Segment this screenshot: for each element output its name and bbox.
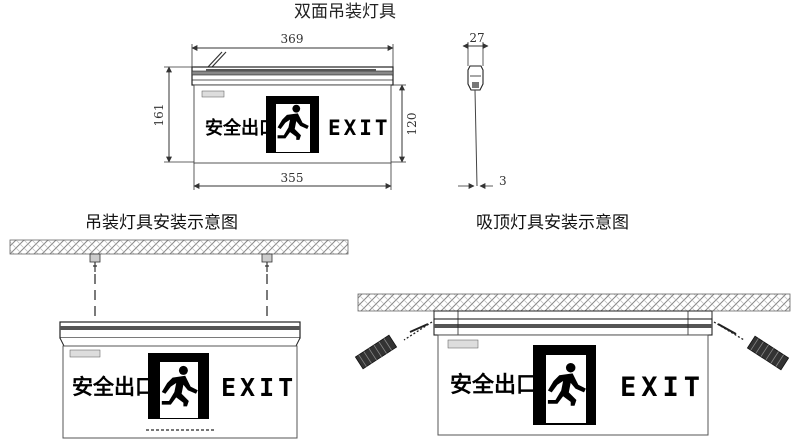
ceiling-install-caption: 吸顶灯具安装示意图 bbox=[476, 213, 629, 233]
right-height-label: 120 bbox=[405, 113, 419, 136]
pendant-install-caption: 吊装灯具安装示意图 bbox=[85, 213, 238, 233]
pendant-sign-exit-text: EXIT bbox=[221, 373, 297, 402]
ceiling-slab-right bbox=[357, 293, 791, 312]
side-thickness-label: 3 bbox=[499, 174, 507, 188]
top-width-label: 369 bbox=[281, 32, 304, 46]
side-view: 27 3 bbox=[458, 31, 507, 189]
pendant-install-diagram: 安全出口 EXIT bbox=[9, 239, 349, 439]
side-width-label: 27 bbox=[469, 31, 484, 45]
sign-exit-text: EXIT bbox=[328, 116, 391, 140]
left-anchor-screw bbox=[354, 321, 433, 370]
front-view: 369 安全出口 EXIT 161 120 355 bbox=[152, 32, 419, 190]
main-title: 双面吊装灯具 bbox=[294, 2, 396, 22]
right-anchor-screw bbox=[713, 321, 790, 371]
ceiling-install-diagram: 安全出口 EXIT bbox=[354, 293, 791, 436]
pendant-sign-chinese-text: 安全出口 bbox=[72, 375, 156, 399]
ceiling-sign-exit-text: EXIT bbox=[620, 372, 705, 403]
ceiling-slab bbox=[9, 239, 349, 255]
brand-logo bbox=[201, 90, 225, 98]
bottom-width-label: 355 bbox=[281, 171, 304, 185]
sign-chinese-text: 安全出口 bbox=[205, 117, 277, 139]
ceiling-sign-chinese-text: 安全出口 bbox=[450, 372, 538, 398]
left-height-label: 161 bbox=[152, 104, 166, 127]
